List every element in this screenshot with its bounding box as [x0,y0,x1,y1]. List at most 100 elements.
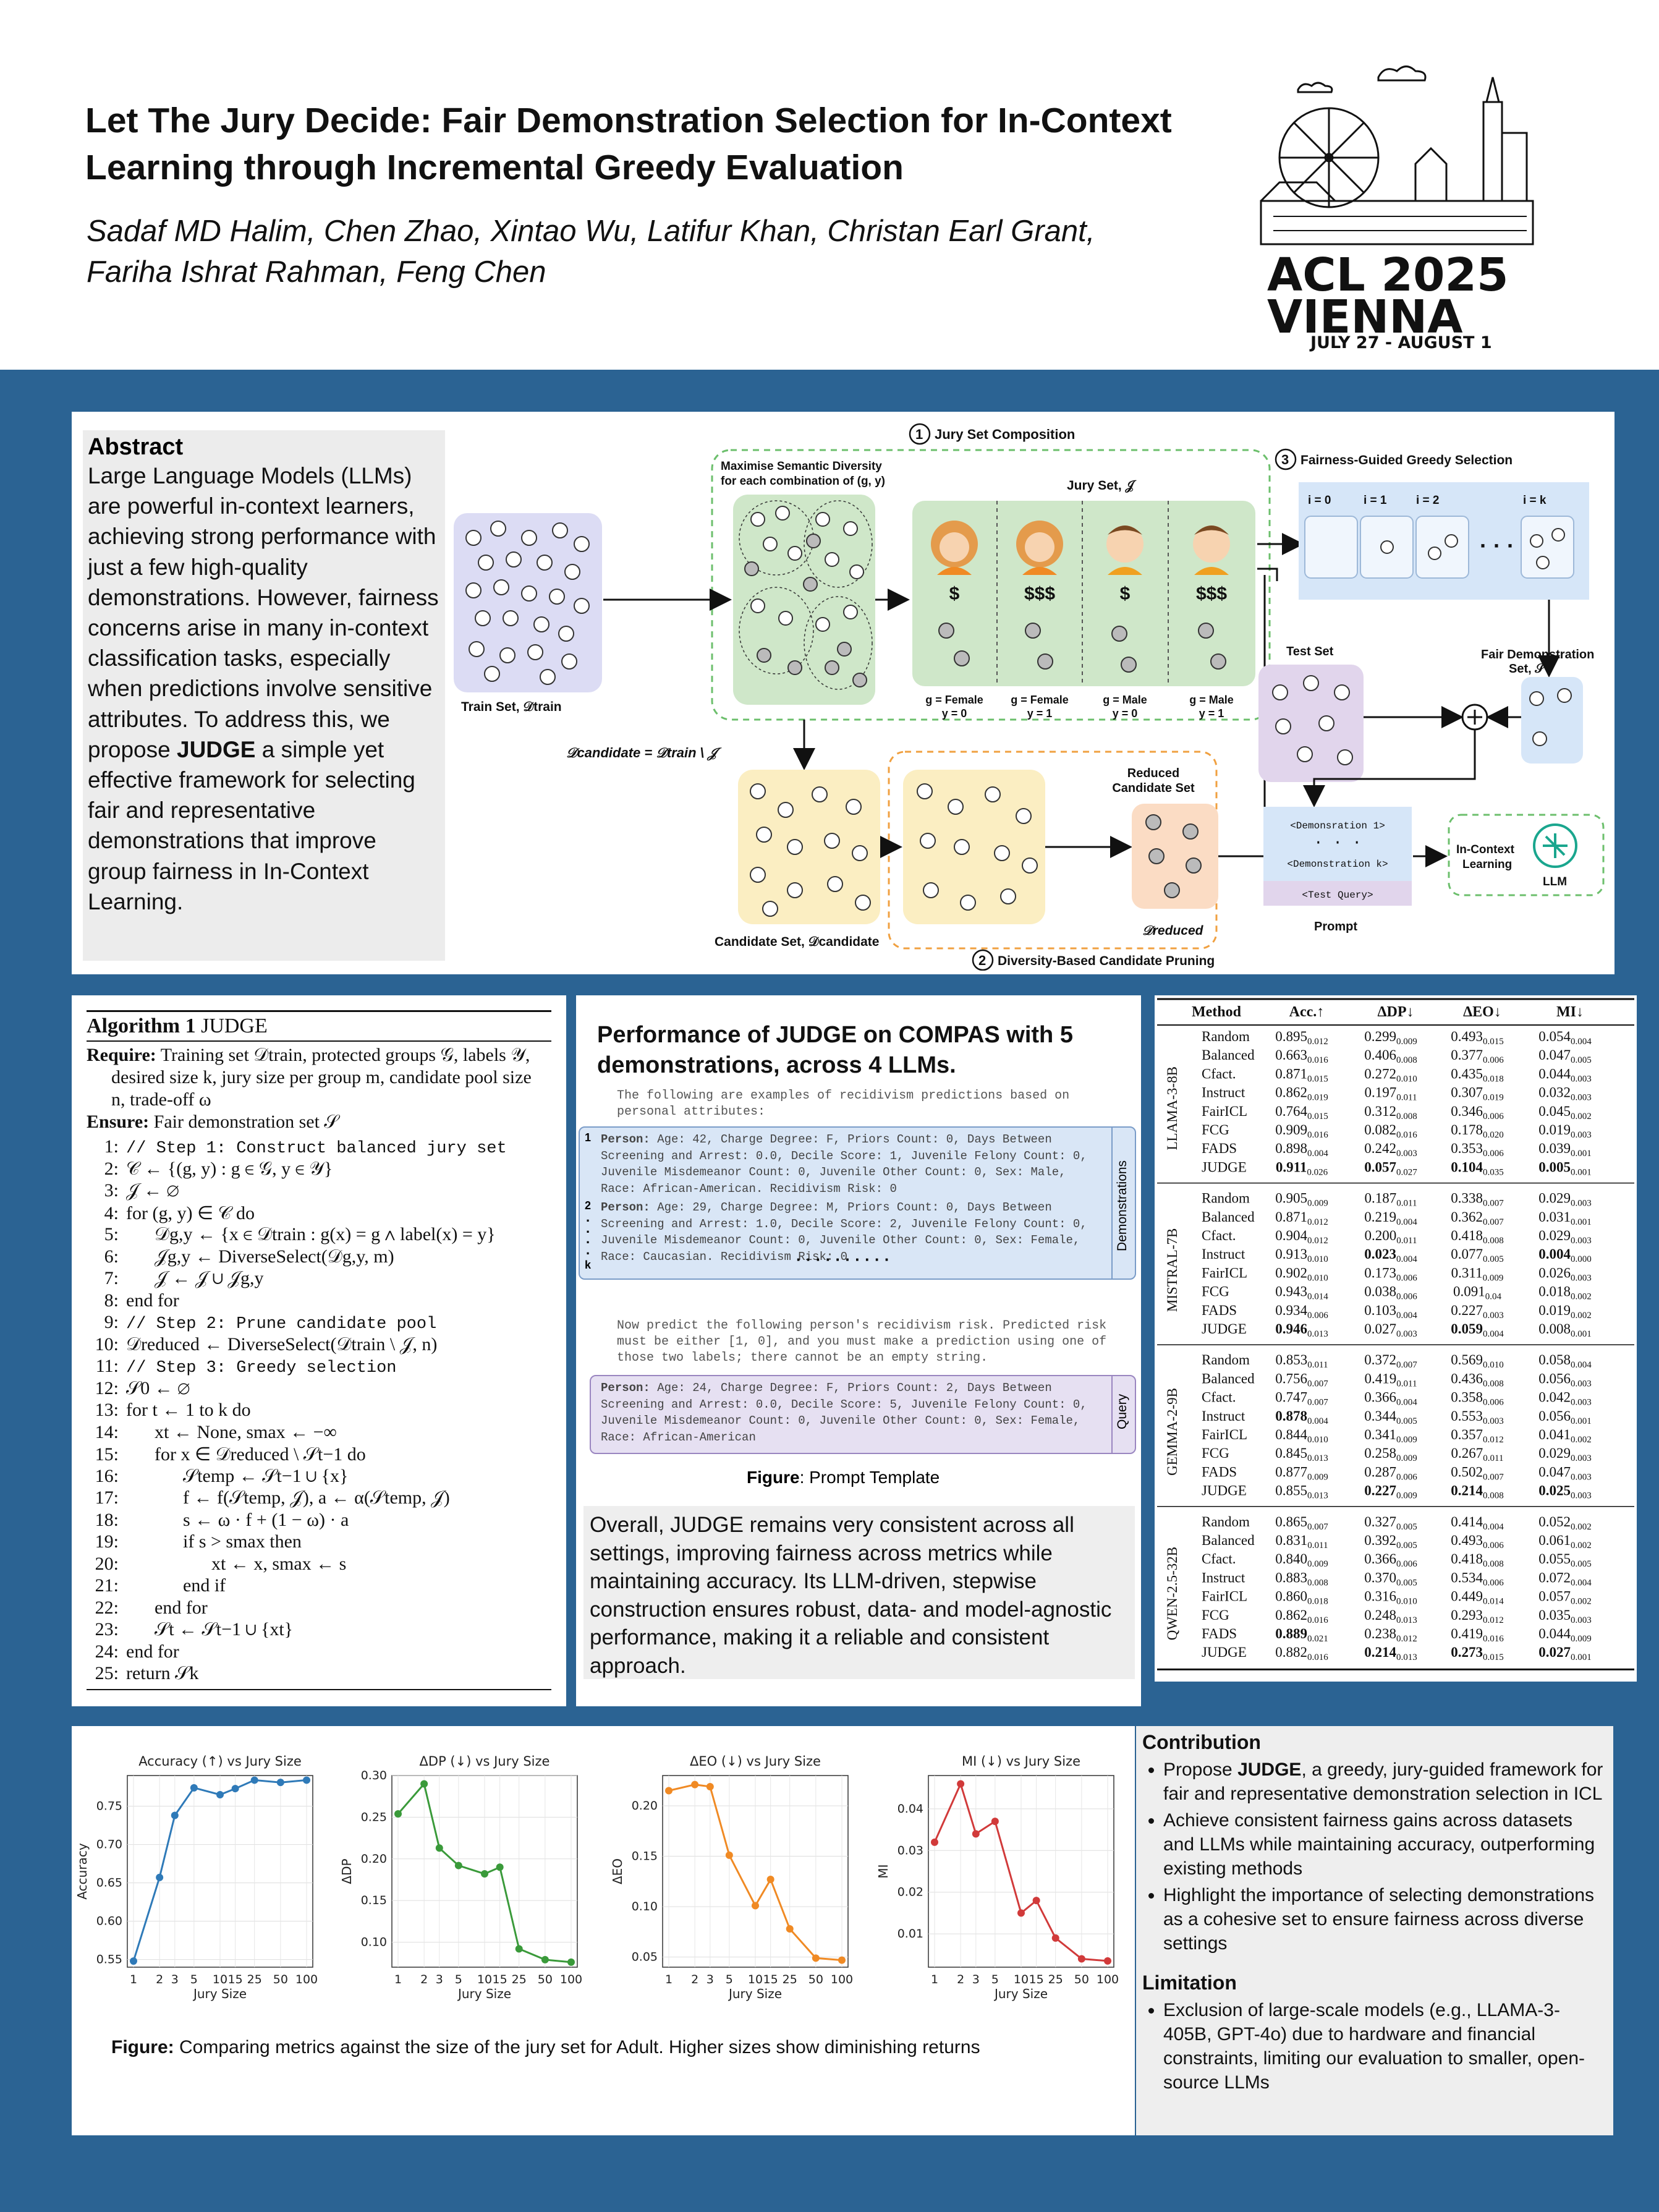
table-value-cell: 0.8550.013 [1275,1483,1328,1501]
algorithm-line: 23: 𝒮t ← 𝒮t−1 ∪ {xt} [83,1619,293,1640]
step2-marker [972,949,994,971]
table-value-cell: 0.1730.006 [1364,1265,1417,1283]
chart-xtick-label: 5 [726,1973,733,1986]
chart-ytick-label: 0.02 [897,1886,923,1899]
algorithm-line-number: 23: [95,1619,119,1640]
chart-xtick-label: 15 [493,1973,507,1986]
table-value-cell: 0.8620.016 [1275,1607,1328,1625]
table-value-cell: 0.2380.012 [1364,1626,1417,1644]
query-label: Person: [601,1381,650,1395]
table-value-cell: 0.3620.007 [1451,1209,1504,1227]
chart-point [786,1925,794,1933]
table-value-cell: 0.0470.003 [1538,1464,1592,1482]
jury-avatars [931,521,1230,575]
chart-point [1032,1897,1040,1905]
algorithm-line: 2:𝒞 ← {(g, y) : g ∈ 𝒢, y ∈ 𝒴} [83,1159,333,1180]
group3-y: y = 0 [1113,707,1138,720]
table-value-cell: 0.2870.006 [1364,1464,1417,1482]
demonstrations-box: Person: Age: 42, Charge Degree: F, Prior… [579,1126,1136,1280]
table-header-1: Acc.↑ [1289,1004,1325,1020]
demo-1-index: 1 [585,1131,592,1144]
group4-y: y = 1 [1199,707,1224,720]
table-value-cell: 0.0190.002 [1538,1303,1592,1321]
table-value-cell: 0.1030.004 [1364,1303,1417,1321]
iter-0: i = 0 [1308,494,1331,507]
chart-ytick-label: 0.55 [96,1953,122,1967]
table-value-cell: 0.2990.009 [1364,1029,1417,1047]
table-value-cell: 0.2580.009 [1364,1445,1417,1463]
chart-xlabel: Jury Size [457,1986,511,2001]
chart-point [496,1863,504,1871]
algorithm-line-number: 9: [104,1312,119,1332]
table-value-cell: 0.2270.009 [1364,1483,1417,1501]
reduced-label-2: Candidate Set [1112,781,1195,795]
table-value-cell: 0.0720.004 [1538,1570,1592,1588]
table-value-cell: 0.0560.001 [1538,1408,1592,1426]
table-value-cell: 0.0050.001 [1538,1159,1592,1177]
table-method-cell: Balanced [1202,1371,1255,1386]
algorithm-line-number: 8: [104,1290,119,1311]
table-value-cell: 0.5530.003 [1451,1408,1504,1426]
algorithm-line-text: 𝒮t ← 𝒮t−1 ∪ {xt} [155,1619,294,1640]
table-value-cell: 0.9110.026 [1276,1159,1328,1177]
table-value-cell: 0.8710.012 [1275,1209,1328,1227]
cluster-dots [750,506,864,632]
chart-xtick-label: 100 [1097,1973,1119,1986]
chart-point [725,1851,733,1859]
train-set-label: Train Set, 𝒟train [461,700,562,714]
table-method-cell: Random [1202,1352,1250,1368]
table-value-cell: 0.3660.004 [1364,1390,1417,1408]
chart-ytick-label: 0.70 [96,1838,122,1852]
table-value-cell: 0.0260.003 [1538,1265,1592,1283]
table-value-cell: 0.4180.008 [1451,1228,1504,1246]
table-value-cell: 0.0290.003 [1538,1445,1592,1463]
logo-dates: JULY 27 - AUGUST 1 [1309,333,1492,352]
abstract-text-post: a simple yet effective framework for sel… [88,736,415,914]
chart-ytick-label: 0.20 [632,1799,658,1813]
algorithm-line-number: 20: [95,1553,119,1574]
table-method-cell: Cfact. [1202,1551,1236,1567]
chart-title: Accuracy (↑) vs Jury Size [138,1754,302,1769]
group2-y: y = 1 [1027,707,1053,720]
contribution-2-text: Achieve consistent fairness gains across… [1163,1810,1595,1879]
table-method-cell: JUDGE [1202,1644,1247,1660]
table-value-cell: 0.9090.016 [1275,1122,1328,1140]
step2-label: Diversity-Based Candidate Pruning [998,954,1215,968]
table-value-cell: 0.8820.016 [1275,1644,1328,1662]
table-value-cell: 0.0820.016 [1364,1122,1417,1140]
table-method-cell: JUDGE [1202,1321,1247,1337]
table-method-cell: FairICL [1202,1427,1247,1442]
algorithm-line-text: 𝒮0 ← ∅ [126,1377,190,1398]
prompt-dots: · · · [1313,833,1362,852]
step1-number: 1 [915,427,923,442]
table-value-cell: 0.0580.004 [1538,1352,1592,1370]
icl-box [1448,814,1605,896]
chart-xtick-label: 2 [156,1973,163,1986]
table-value-cell: 0.0410.002 [1538,1427,1592,1445]
chart-point [276,1779,284,1787]
table-method-cell: Balanced [1202,1047,1255,1063]
table-method-cell: Random [1202,1191,1250,1206]
coins-group-2: $$$ [1024,584,1055,604]
table-model-label: MISTRAL-7B [1165,1228,1180,1312]
table-method-cell: FCG [1202,1122,1229,1138]
contribution-1-bold: JUDGE [1237,1759,1302,1780]
chart-xtick-label: 5 [455,1973,462,1986]
table-value-cell: 0.4930.015 [1451,1029,1504,1047]
demo-vertical-dots: ···· [586,1213,591,1261]
contribution-3-text: Highlight the importance of selecting de… [1163,1885,1595,1954]
table-value-cell: 0.3570.012 [1451,1427,1504,1445]
chart-xtick-label: 2 [420,1973,428,1986]
algorithm-line: 22:end for [83,1597,208,1619]
chart-ylabel: ΔEO [610,1858,625,1884]
table-header-4: MI↓ [1556,1004,1584,1020]
algorithm-line-text: 𝒮temp ← 𝒮t−1 ∪ {x} [183,1465,349,1486]
chart-xtick-label: 10 [1014,1973,1029,1986]
table-value-cell: 0.3380.007 [1451,1191,1504,1209]
algorithm-line: 20:xt ← x, smax ← s [83,1553,347,1575]
table-value-cell: 0.0610.002 [1538,1533,1592,1551]
algorithm-line: 16:𝒮temp ← 𝒮t−1 ∪ {x} [83,1465,349,1487]
chart-xtick-label: 50 [538,1973,553,1986]
